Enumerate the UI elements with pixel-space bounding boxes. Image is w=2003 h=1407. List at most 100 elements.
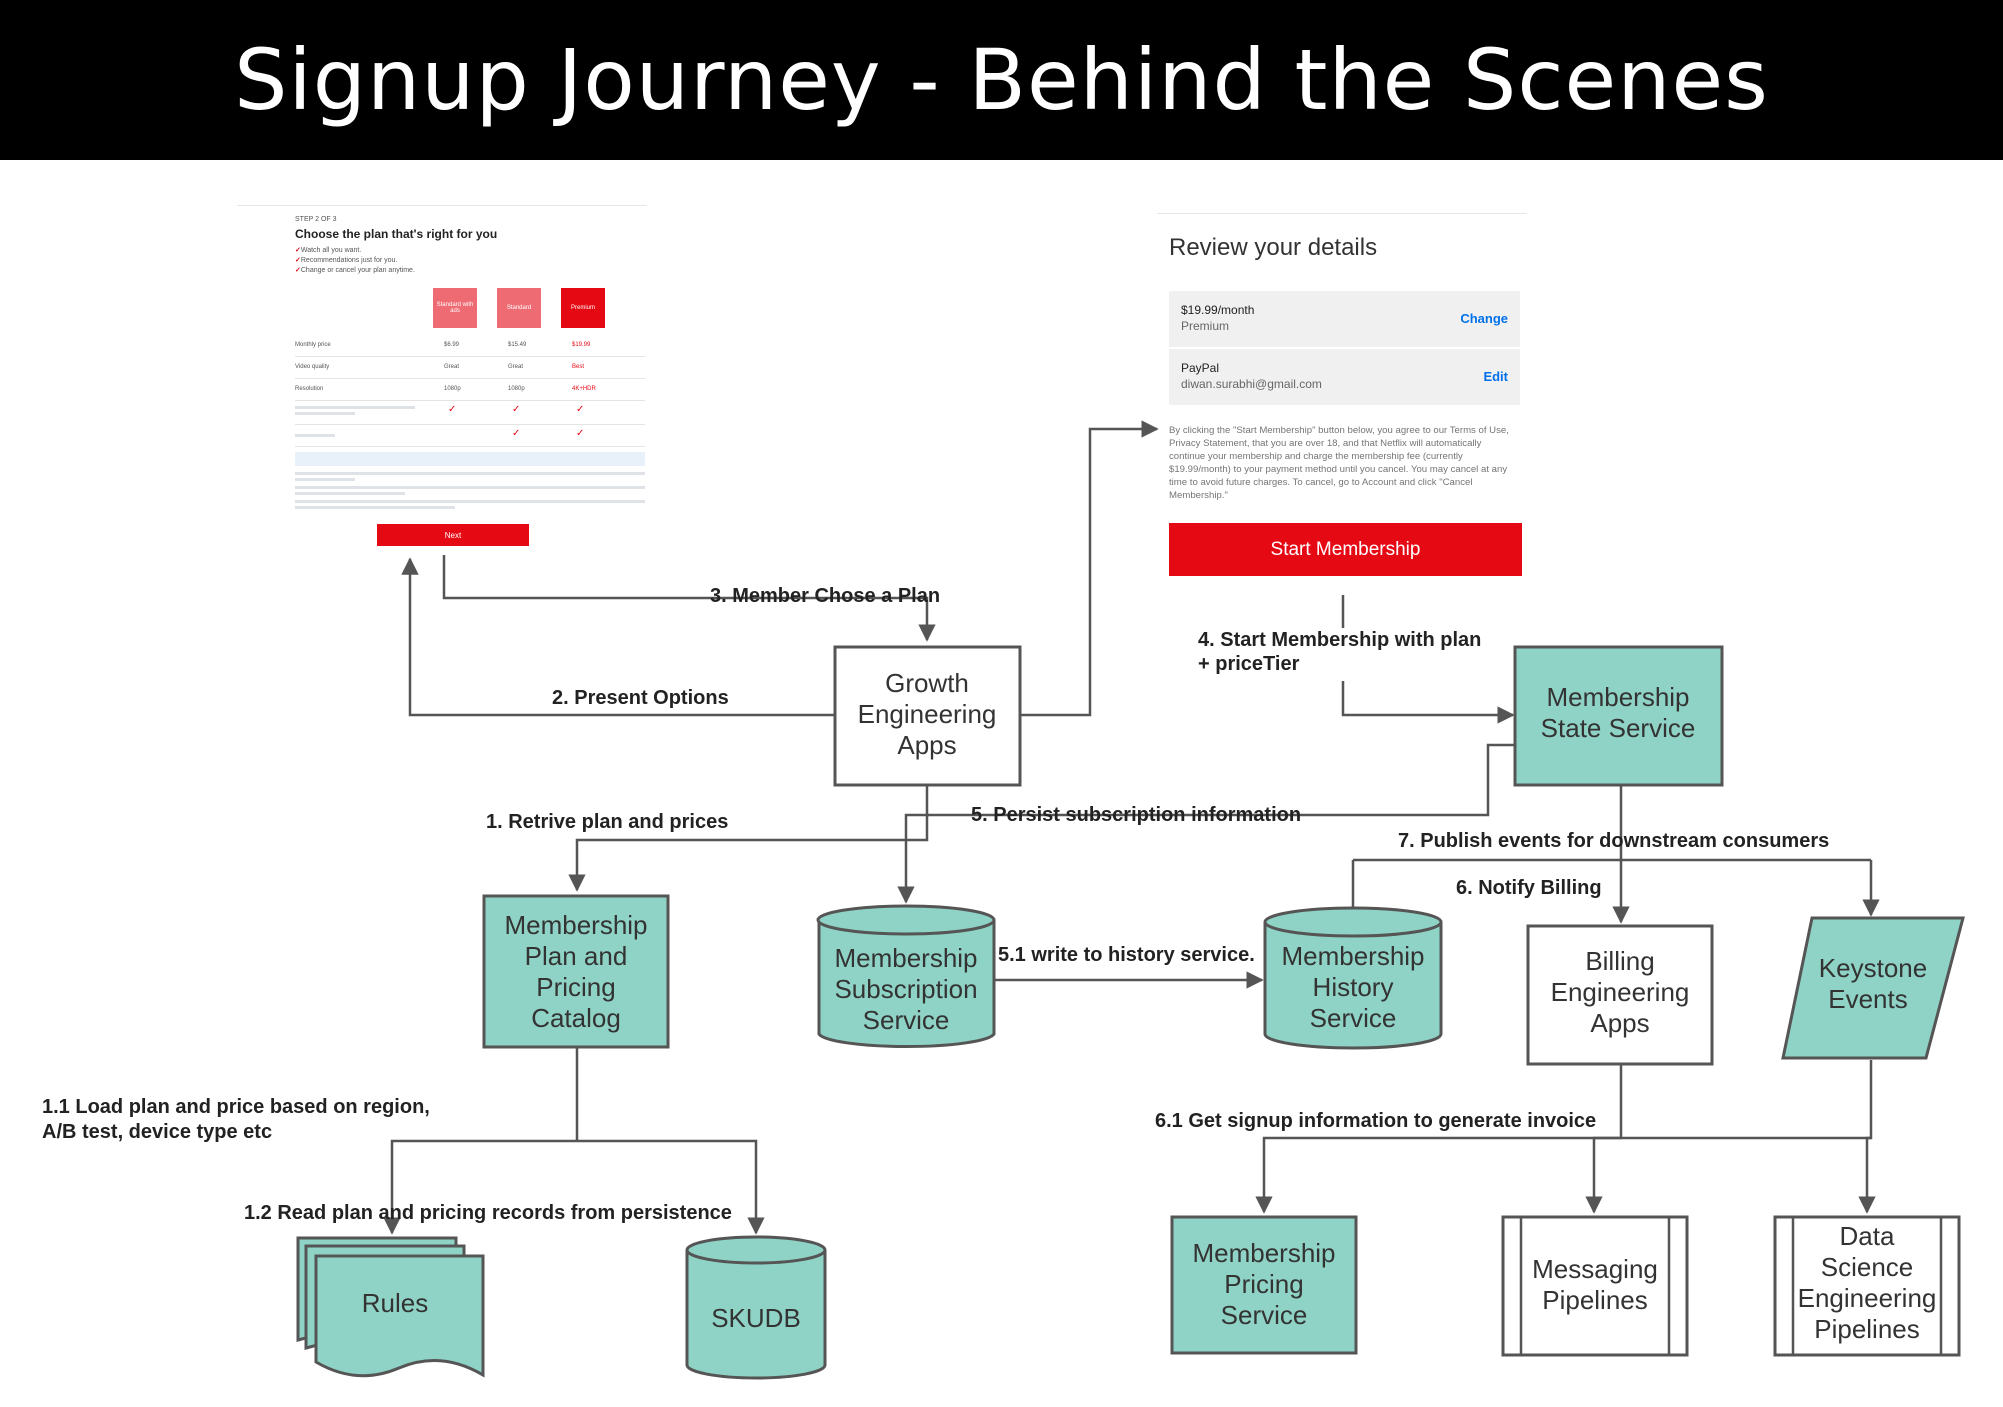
- plan-bullet: Watch all you want.: [295, 246, 361, 254]
- plan-fine-print: [295, 506, 455, 509]
- plan-option-standard[interactable]: Standard: [497, 288, 541, 328]
- plan-bullet: Recommendations just for you.: [295, 256, 398, 264]
- plan-row-label: Video quality: [295, 364, 330, 370]
- rules-node: Rules: [296, 1236, 485, 1378]
- edge-label-write-history: 5.1 write to history service.: [998, 944, 1255, 966]
- review-plan-row: $19.99/month Premium Change: [1169, 291, 1520, 347]
- review-plan-name: Premium: [1181, 319, 1230, 333]
- review-legal-text: By clicking the "Start Membership" butto…: [1169, 425, 1509, 501]
- plan-fine-print: [295, 472, 645, 475]
- plan-option-label: Premium: [570, 305, 595, 311]
- plan-row-divider: [295, 446, 645, 447]
- node-label: Engineering: [1551, 977, 1690, 1007]
- edge-label-notify-billing: 6. Notify Billing: [1456, 877, 1602, 899]
- node-label: Pricing: [1224, 1269, 1303, 1299]
- edge-label-publish-events: 7. Publish events for downstream consume…: [1398, 830, 1829, 852]
- plan-row-label: Monthly price: [295, 342, 331, 348]
- edge-retrieve-plans: [568, 785, 929, 892]
- edge-label-persist-subscription: 5. Persist subscription information: [971, 804, 1301, 826]
- plan-cell: 1080p: [508, 386, 525, 392]
- node-label: Pipelines: [1814, 1314, 1920, 1344]
- edge-label-start-membership: 4. Start Membership with plan: [1198, 629, 1481, 651]
- node-label: Events: [1828, 984, 1908, 1014]
- plan-cell: 4K+HDR: [572, 386, 596, 392]
- node-label: Service: [1310, 1003, 1397, 1033]
- node-label: Science: [1821, 1252, 1914, 1282]
- node-label: Membership: [1192, 1238, 1335, 1268]
- page-title: Signup Journey - Behind the Scenes: [234, 31, 1769, 129]
- edge-start-membership: [1341, 681, 1515, 724]
- node-label: Plan and: [525, 941, 628, 971]
- edge-keystone-down: [1858, 1060, 1876, 1214]
- change-plan-link[interactable]: Change: [1460, 311, 1508, 326]
- node-label: Catalog: [531, 1003, 621, 1033]
- plan-cell: $19.99: [572, 342, 591, 348]
- plan-fine-print: [295, 500, 645, 503]
- node-label: Rules: [362, 1288, 428, 1318]
- plan-fine-print: [295, 412, 355, 415]
- node-label: Apps: [1590, 1008, 1649, 1038]
- edge-to-pricing-service: [1255, 1136, 1621, 1214]
- membership-state-service-node: Membership State Service: [1513, 645, 1724, 787]
- plan-cell: $15.49: [508, 342, 527, 348]
- edge-label-read-records: 1.2 Read plan and pricing records from p…: [244, 1202, 732, 1224]
- title-bar: Signup Journey - Behind the Scenes: [0, 0, 2003, 160]
- edge-label-load-plan-2: A/B test, device type etc: [42, 1121, 272, 1143]
- plan-pricing-catalog-node: Membership Plan and Pricing Catalog: [482, 894, 670, 1049]
- node-label: SKUDB: [711, 1303, 801, 1333]
- subscription-service-node: Membership Subscription Service: [816, 904, 996, 1048]
- review-title: Review your details: [1169, 234, 1378, 261]
- edge-to-rules: [383, 1139, 577, 1235]
- plan-option-premium[interactable]: Premium: [561, 288, 605, 328]
- plan-info-box: [295, 452, 645, 466]
- review-plan-price: $19.99/month: [1181, 303, 1255, 317]
- check-icon: ✓: [448, 404, 457, 415]
- plan-fine-print: [295, 486, 645, 489]
- plan-fine-print: [295, 406, 415, 409]
- edge-to-skudb: [577, 1139, 765, 1235]
- node-label: History: [1313, 972, 1394, 1002]
- edge-member-chose-plan: [442, 555, 936, 642]
- plan-step-label: STEP 2 OF 3: [295, 216, 337, 223]
- plan-cell: Great: [444, 364, 460, 370]
- check-icon: ✓: [512, 404, 521, 415]
- node-label: Membership: [504, 910, 647, 940]
- start-membership-button[interactable]: Start Membership: [1169, 523, 1522, 576]
- node-label: Pricing: [536, 972, 615, 1002]
- edit-payment-link[interactable]: Edit: [1483, 369, 1508, 384]
- node-label: Pipelines: [1542, 1285, 1648, 1315]
- plan-row-divider: [295, 356, 645, 357]
- plan-cell: Best: [572, 364, 585, 370]
- plan-option-label: Standard: [506, 305, 532, 311]
- edge-label-member-chose-plan: 3. Member Chose a Plan: [710, 585, 940, 607]
- plan-heading: Choose the plan that's right for you: [295, 227, 498, 241]
- review-payment-method: PayPal: [1181, 361, 1220, 375]
- edge-label-retrieve-plans: 1. Retrive plan and prices: [486, 811, 728, 833]
- next-button[interactable]: Next: [377, 524, 529, 546]
- check-icon: ✓: [512, 428, 521, 439]
- node-label: Engineering: [858, 699, 997, 729]
- messaging-pipelines-node: Messaging Pipelines: [1501, 1215, 1689, 1357]
- review-payment-email: diwan.surabhi@gmail.com: [1181, 377, 1322, 391]
- plan-cell: 1080p: [444, 386, 461, 392]
- growth-engineering-apps-node: Growth Engineering Apps: [833, 645, 1022, 787]
- plan-cell: $6.99: [444, 342, 460, 348]
- node-label: Growth: [885, 668, 969, 698]
- plan-bullet: Change or cancel your plan anytime.: [295, 266, 415, 274]
- node-label: Engineering: [1798, 1283, 1937, 1313]
- plan-fine-print: [295, 434, 335, 437]
- edge-present-options: [401, 557, 835, 717]
- node-label: Service: [1221, 1300, 1308, 1330]
- plan-option-label: Standard with ads: [436, 302, 474, 314]
- plan-option-ads[interactable]: Standard with ads: [433, 288, 477, 328]
- plan-row-divider: [295, 378, 645, 379]
- edge-label-invoice: 6.1 Get signup information to generate i…: [1155, 1110, 1596, 1132]
- node-label: Billing: [1585, 946, 1654, 976]
- plan-fine-print: [295, 492, 405, 495]
- review-payment-row: PayPal diwan.surabhi@gmail.com Edit: [1169, 349, 1520, 405]
- node-label: Membership: [1546, 682, 1689, 712]
- node-label: Apps: [897, 730, 956, 760]
- node-label: Data: [1840, 1221, 1895, 1251]
- node-label: Keystone: [1819, 953, 1927, 983]
